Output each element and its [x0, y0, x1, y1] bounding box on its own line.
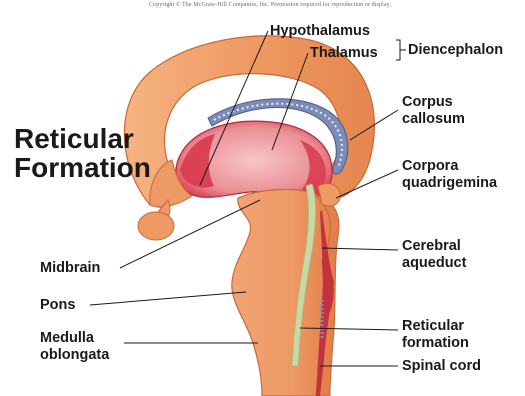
label-cerebral-aqueduct-line-2: aqueduct	[402, 255, 466, 272]
corpora-quadrigemina	[318, 184, 340, 206]
label-diencephalon: Diencephalon	[408, 42, 503, 59]
label-thalamus: Thalamus	[310, 45, 378, 62]
label-spinal-cord: Spinal cord	[402, 358, 481, 375]
pituitary	[138, 212, 174, 240]
label-cerebral-aqueduct-line-1: Cerebral	[402, 238, 466, 255]
label-corpora-quadrigemina-line-2: quadrigemina	[402, 175, 497, 192]
title-line-2: Formation	[14, 153, 184, 182]
leader-pons	[90, 292, 246, 305]
diagram-title: Reticular Formation	[14, 124, 184, 182]
label-medulla-line-2: oblongata	[40, 347, 109, 364]
label-corpus-callosum-line-1: Corpus	[402, 94, 465, 111]
label-corpora-quadrigemina: Corpora quadrigemina	[402, 158, 497, 192]
label-medulla-oblongata: Medulla oblongata	[40, 330, 109, 364]
label-hypothalamus: Hypothalamus	[270, 23, 370, 40]
label-reticular-formation-line-2: formation	[402, 335, 469, 352]
label-corpus-callosum: Corpus callosum	[402, 94, 465, 128]
label-cerebral-aqueduct: Cerebral aqueduct	[402, 238, 466, 272]
label-corpora-quadrigemina-line-1: Corpora	[402, 158, 497, 175]
diencephalon-bracket	[396, 40, 406, 60]
label-midbrain: Midbrain	[40, 260, 100, 277]
brainstem	[232, 189, 332, 396]
label-corpus-callosum-line-2: callosum	[402, 111, 465, 128]
label-medulla-line-1: Medulla	[40, 330, 109, 347]
title-line-1: Reticular	[14, 124, 184, 153]
label-pons: Pons	[40, 297, 75, 314]
label-reticular-formation: Reticular formation	[402, 318, 469, 352]
label-reticular-formation-line-1: Reticular	[402, 318, 469, 335]
